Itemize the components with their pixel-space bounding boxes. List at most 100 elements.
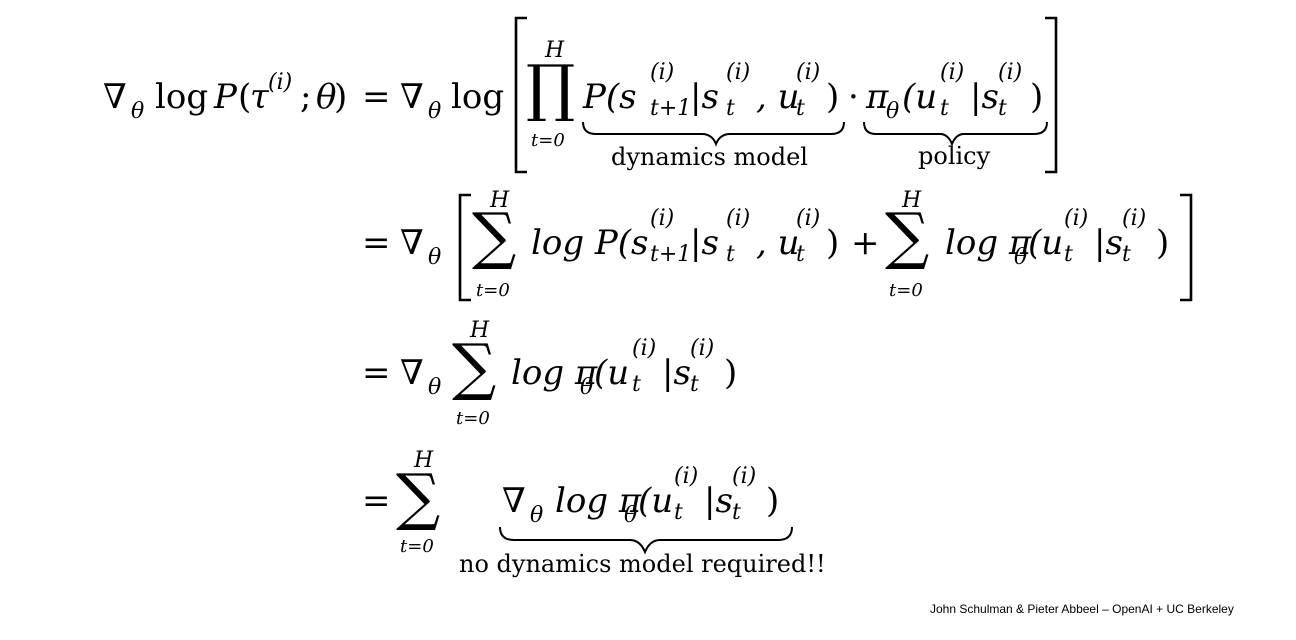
line1-term2-close: ) [1030, 77, 1044, 117]
lhs-theta: θ [316, 77, 337, 117]
lhs-log: log [155, 77, 209, 117]
line1-term1-sup: (i) [650, 60, 675, 85]
line2-sum1-lower: t=0 [476, 280, 510, 301]
line1-term2-sup2: (i) [998, 60, 1023, 85]
line1-grad: ∇ [400, 77, 424, 117]
line1-left-bracket [514, 16, 527, 174]
line2-sub2: t [726, 242, 735, 267]
line2-close2: ) [1156, 223, 1170, 263]
line2-theta-subscript: θ [428, 245, 442, 270]
line3-theta-subscript: θ [428, 375, 442, 400]
line1-term1-sub: t+1 [650, 96, 692, 121]
lhs-open-paren: ( [238, 77, 252, 117]
line1-term1-sub2: t [726, 96, 735, 121]
line3-log: log π [511, 353, 598, 393]
lhs-equals: = [362, 77, 391, 117]
lhs-tau: τ [250, 77, 269, 117]
line1-term1-sub3: t [796, 96, 805, 121]
line3-sum-symbol: ∑ [452, 330, 497, 403]
line1-product-symbol: ∏ [526, 51, 576, 124]
line2-equals: = [362, 223, 391, 263]
line2-log2: log π [945, 223, 1032, 263]
line1-term2-mid: |s [970, 77, 999, 117]
line4-sup2: (i) [732, 464, 757, 489]
line3-sup2: (i) [690, 336, 715, 361]
line3-sum-lower: t=0 [456, 408, 490, 429]
line2-close1: ) [826, 223, 840, 263]
line1-theta-subscript: θ [428, 99, 442, 124]
line3-close: ) [724, 353, 738, 393]
line1-term2-sub: t [940, 96, 949, 121]
line4-sub2: t [732, 500, 741, 525]
line2-plus: + [851, 223, 880, 263]
line3-sup1: (i) [632, 336, 657, 361]
line1-right-bracket [1045, 16, 1058, 174]
line2-sup5: (i) [1122, 206, 1147, 231]
line4-equals: = [362, 481, 391, 521]
line2-pi-subscript: θ [1014, 245, 1028, 270]
line1-term1-sup3: (i) [796, 60, 821, 85]
line1-product-upper: H [545, 38, 565, 63]
line2-log1: log P(s [531, 223, 649, 263]
line2-right-bracket [1180, 193, 1193, 302]
line2-mid1: |s [690, 223, 719, 263]
line1-underbrace-policy [863, 121, 1048, 147]
footer-credit: John Schulman & Pieter Abbeel – OpenAI +… [930, 602, 1234, 616]
line2-sum2-upper: H [902, 188, 922, 213]
line1-dot: · [848, 77, 859, 117]
line1-underbrace-label-dynamics: dynamics model [611, 143, 808, 171]
line2-sub3: t [796, 242, 805, 267]
line3-pi-subscript: θ [580, 375, 594, 400]
line4-close: ) [766, 481, 780, 521]
line1-term1-sup2: (i) [726, 60, 751, 85]
line1-log: log [451, 77, 505, 117]
line1-underbrace-dynamics [582, 121, 845, 147]
line4-open: (u [638, 481, 674, 521]
line1-term2-sup: (i) [940, 60, 965, 85]
line4-theta-subscript: θ [530, 503, 544, 528]
line1-pi-subscript: θ [886, 99, 900, 124]
lhs-grad-symbol: ∇ [103, 77, 127, 117]
line2-sup2: (i) [726, 206, 751, 231]
line2-sup1: (i) [650, 206, 675, 231]
line4-underbrace-label: no dynamics model required!! [459, 550, 826, 578]
line2-sub4: t [1064, 242, 1073, 267]
line4-sum-upper: H [414, 448, 434, 473]
line1-term2-sub2: t [998, 96, 1007, 121]
line3-mid: |s [662, 353, 691, 393]
line2-open2: (u [1028, 223, 1064, 263]
line4-mid: |s [704, 481, 733, 521]
line2-grad: ∇ [400, 223, 424, 263]
line3-sub2: t [690, 372, 699, 397]
line3-sub1: t [632, 372, 641, 397]
line3-sum-upper: H [470, 318, 490, 343]
line4-sub1: t [674, 500, 683, 525]
line1-term1-rest: |s [690, 77, 719, 117]
lhs-P: P [214, 77, 237, 117]
line2-sub1: t+1 [650, 242, 692, 267]
lhs-semicolon: ; [300, 77, 312, 117]
line1-product-lower: t=0 [531, 130, 565, 151]
line2-sup4: (i) [1064, 206, 1089, 231]
line4-sum-lower: t=0 [400, 536, 434, 557]
line2-sum1-upper: H [490, 188, 510, 213]
line1-term1: P(s [583, 77, 637, 117]
line1-pi: π [866, 77, 889, 117]
line2-sum1-symbol: ∑ [472, 199, 517, 272]
lhs-i-superscript: (i) [268, 70, 293, 95]
lhs-theta-subscript: θ [131, 99, 145, 124]
line1-underbrace-label-policy: policy [918, 142, 991, 170]
line3-equals: = [362, 353, 391, 393]
line4-sum-symbol: ∑ [396, 460, 441, 533]
line4-pi-subscript: θ [624, 503, 638, 528]
line4-log: log π [555, 481, 642, 521]
line3-open: (u [594, 353, 630, 393]
line4-underbrace [499, 526, 793, 555]
line4-grad: ∇ [502, 481, 526, 521]
lhs-close-paren: ) [334, 77, 348, 117]
line3-grad: ∇ [400, 353, 424, 393]
line2-sup3: (i) [796, 206, 821, 231]
line2-sum2-lower: t=0 [889, 280, 923, 301]
